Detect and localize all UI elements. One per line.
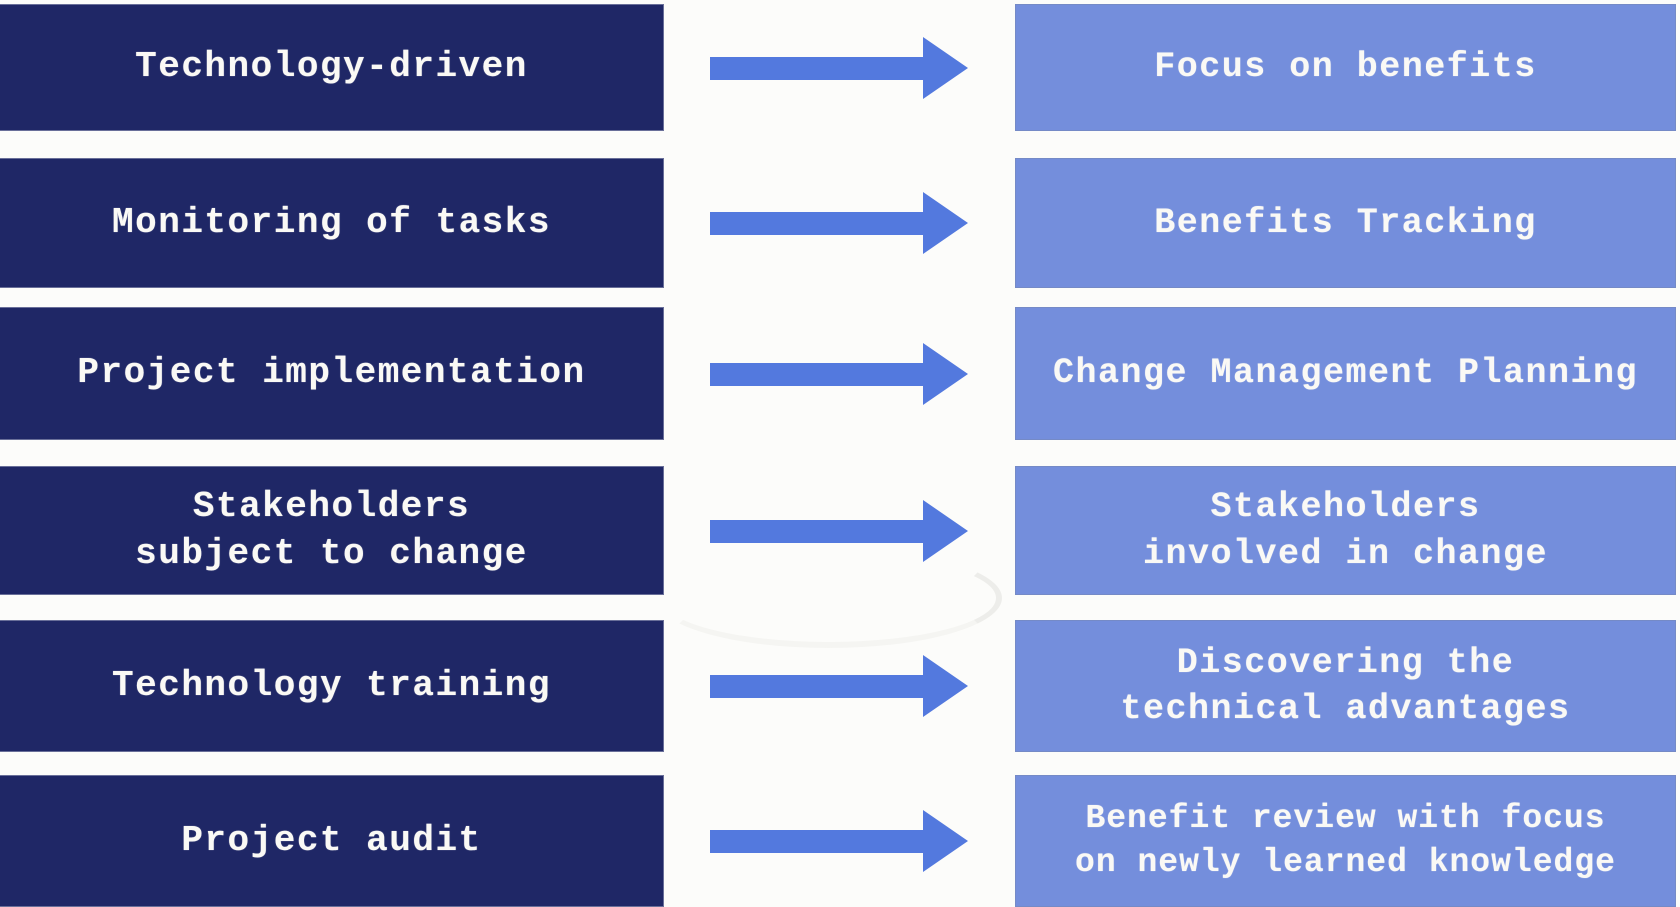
target-box-label: Discovering the — [1176, 642, 1515, 683]
source-box-label: Monitoring of tasks — [112, 201, 551, 243]
source-box-label: subject to change — [135, 532, 528, 574]
diagram-row: Technology training Discovering the tech… — [0, 620, 1680, 752]
source-box-label: Project implementation — [77, 352, 586, 394]
source-box: Technology-driven — [0, 4, 664, 131]
target-box-label: Focus on benefits — [1154, 47, 1537, 88]
source-box-label: Technology training — [112, 664, 551, 706]
source-box: Project implementation — [0, 307, 664, 440]
right-arrow-icon — [710, 499, 968, 563]
source-box-label: Technology-driven — [135, 46, 528, 88]
target-box-label: Stakeholders — [1210, 487, 1481, 528]
right-arrow-icon — [710, 809, 968, 873]
source-box-label: Stakeholders — [192, 485, 471, 527]
target-box-label: technical advantages — [1120, 689, 1571, 729]
right-arrow-icon — [710, 342, 968, 406]
source-box: Monitoring of tasks — [0, 158, 664, 288]
right-arrow-icon — [710, 191, 968, 255]
source-box-label: Project audit — [181, 819, 482, 861]
diagram-row: Technology-driven Focus on benefits — [0, 4, 1680, 131]
target-box: Discovering the technical advantages — [1015, 620, 1676, 752]
right-arrow-icon — [710, 36, 968, 100]
target-box: Benefits Tracking — [1015, 158, 1676, 288]
diagram-row: Project audit Benefit review with focus … — [0, 775, 1680, 907]
source-box: Technology training — [0, 620, 664, 752]
source-box: Project audit — [0, 775, 664, 907]
target-box: Stakeholders involved in change — [1015, 466, 1676, 595]
watermark-ghost — [655, 548, 1002, 648]
right-arrow-icon — [710, 654, 968, 718]
target-box: Change Management Planning — [1015, 307, 1676, 440]
diagram-row: Project implementation Change Management… — [0, 307, 1680, 440]
diagram-row: Stakeholders subject to change Stakehold… — [0, 466, 1680, 595]
diagram-row: Monitoring of tasks Benefits Tracking — [0, 158, 1680, 288]
target-box-label: Benefit review with focus — [1085, 800, 1606, 838]
target-box: Benefit review with focus on newly learn… — [1015, 775, 1676, 907]
target-box-label: Benefits Tracking — [1154, 202, 1537, 243]
source-box: Stakeholders subject to change — [0, 466, 664, 595]
target-box: Focus on benefits — [1015, 4, 1676, 131]
target-box-label: involved in change — [1142, 533, 1549, 574]
target-box-label: Change Management Planning — [1052, 353, 1639, 394]
target-box-label: on newly learned knowledge — [1075, 844, 1616, 881]
